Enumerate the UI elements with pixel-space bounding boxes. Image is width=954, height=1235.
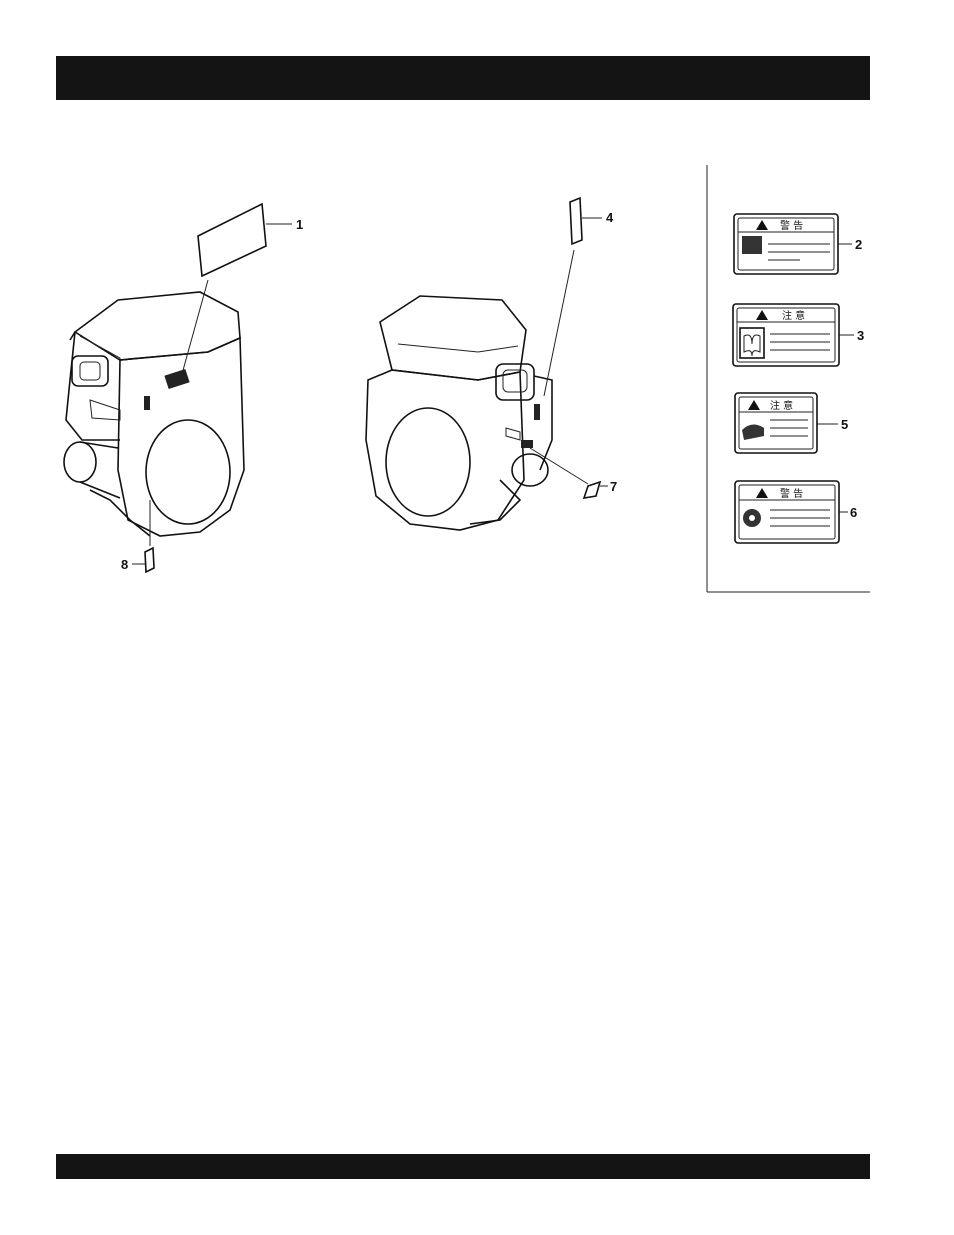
decal-6-warning: 警 告 <box>735 481 839 543</box>
callout-6: 6 <box>850 505 857 520</box>
decal-2-header: 警 告 <box>780 219 803 232</box>
callout-3: 3 <box>857 328 864 343</box>
decal-5-caution: 注 意 <box>735 393 817 453</box>
decal-3-caution: 注 意 <box>733 304 839 366</box>
callout-5: 5 <box>841 417 848 432</box>
decal-3-header: 注 意 <box>782 309 805 322</box>
engine-left-view <box>64 204 292 572</box>
decal-panel: 警 告 注 意 注 意 <box>707 165 870 592</box>
callout-4: 4 <box>606 210 614 225</box>
callout-2: 2 <box>855 237 862 252</box>
footer-bar <box>56 1154 870 1179</box>
callout-8: 8 <box>121 557 128 572</box>
callout-1: 1 <box>296 217 303 232</box>
engine-right-view <box>366 198 608 530</box>
decal-5-header: 注 意 <box>770 399 793 412</box>
decal-2-warning: 警 告 <box>734 214 838 274</box>
decal-6-header: 警 告 <box>780 487 803 500</box>
callout-7: 7 <box>610 479 617 494</box>
